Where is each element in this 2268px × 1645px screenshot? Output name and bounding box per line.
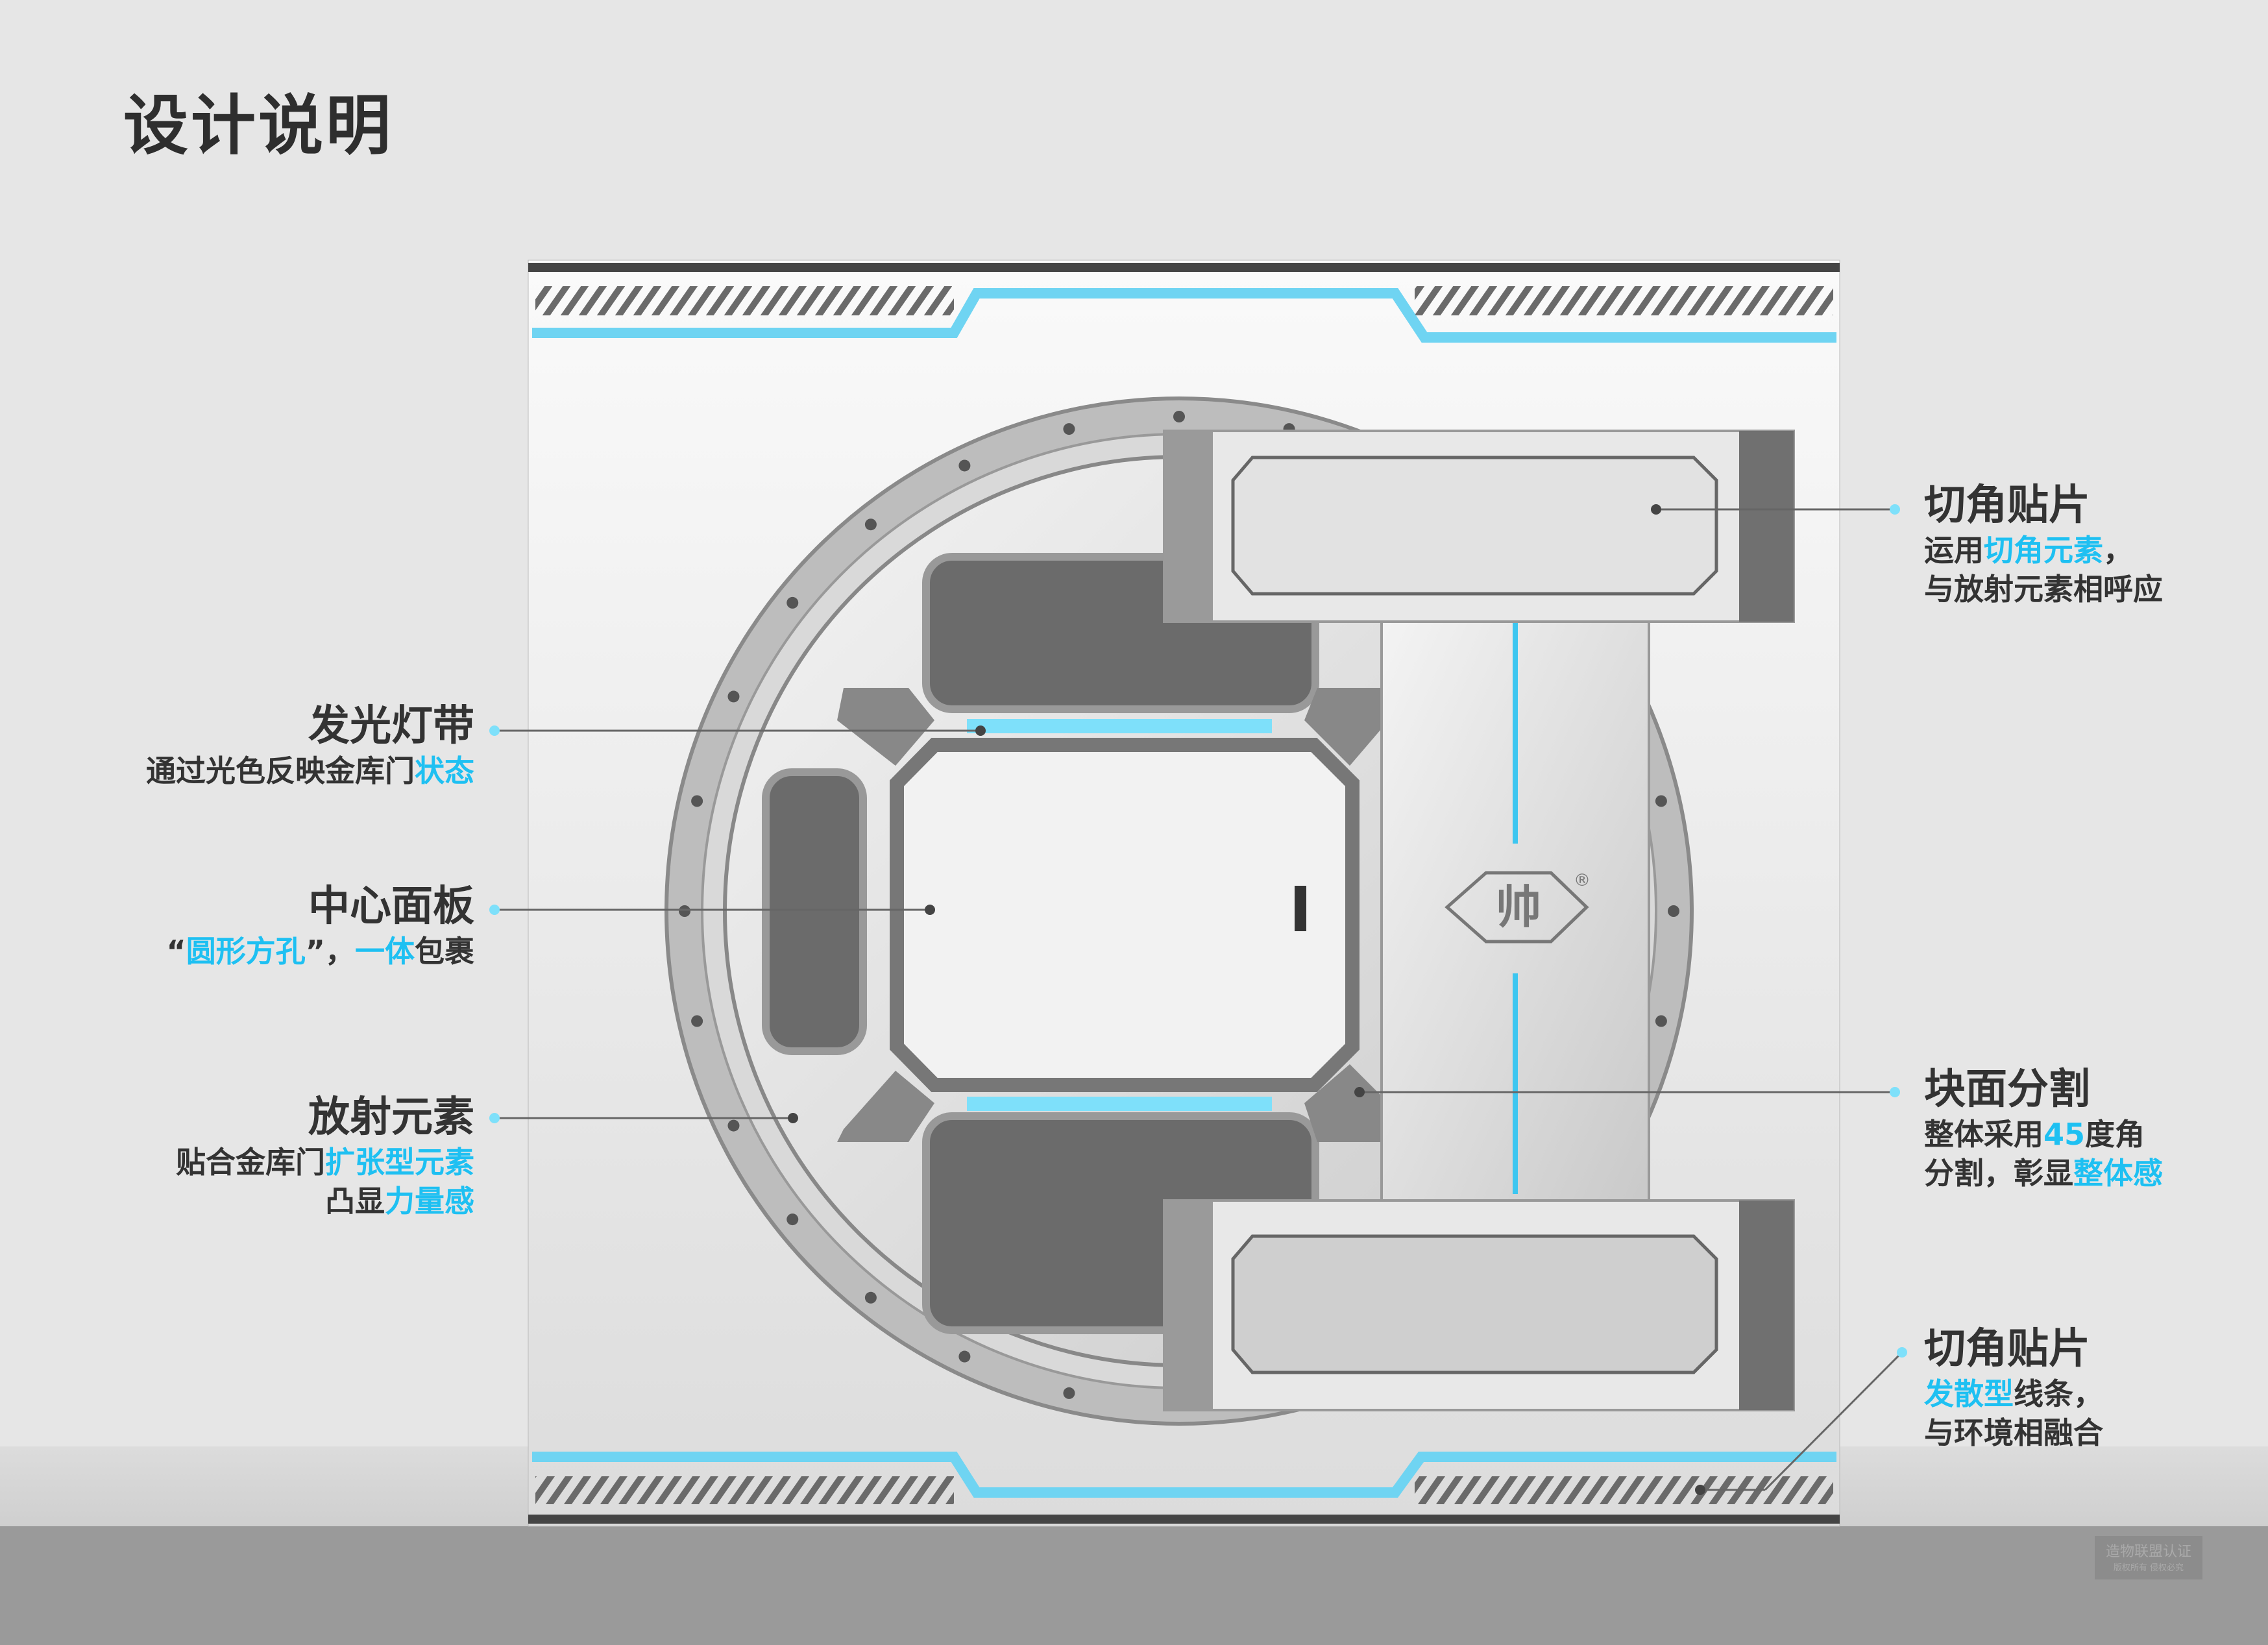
- logo-registered-mark: ®: [1574, 871, 1591, 890]
- web-light-top: [1513, 623, 1518, 844]
- light-strip-top: [532, 288, 1836, 343]
- label-text: 凸显: [325, 1184, 385, 1219]
- glow-bar-top: [967, 719, 1272, 733]
- hatch-top-left: [535, 286, 954, 315]
- label-heading: 切角贴片: [1924, 1325, 2090, 1373]
- label-text: 通过光色反映金库门: [146, 753, 415, 788]
- hatch-top-right: [1415, 286, 1833, 315]
- web-light-bottom: [1513, 973, 1518, 1194]
- leader-lines: [494, 508, 1903, 1491]
- label-text: 与环境相融合: [1924, 1415, 2103, 1450]
- chamfer-plate-top: [1231, 456, 1718, 596]
- label-text: 贴合金库门: [176, 1145, 325, 1180]
- bottom-edge: [528, 1515, 1840, 1524]
- label-line: 与放射元素相呼应: [1924, 570, 2163, 609]
- bolt: [864, 1291, 877, 1304]
- bolt: [1063, 1387, 1075, 1399]
- logo-diamond: [1445, 871, 1589, 944]
- label-text: 线条，: [2014, 1376, 2103, 1411]
- bolt: [691, 795, 703, 807]
- label-line: 发散型线条，: [1924, 1374, 2103, 1413]
- wedge-bl: [837, 1071, 934, 1142]
- label-text: 整体采用: [1924, 1117, 2043, 1152]
- highlight-text: 切角元素: [1984, 533, 2103, 568]
- highlight-text: 力量感: [385, 1184, 474, 1219]
- wedge-tl: [837, 688, 934, 766]
- bolt: [786, 596, 799, 609]
- bolt: [1063, 423, 1075, 435]
- highlight-text: 圆形方孔: [186, 934, 306, 969]
- bolt: [727, 690, 740, 703]
- light-strip-bottom: [532, 1452, 1836, 1498]
- bolt: [786, 1213, 799, 1226]
- label-line: 与环境相融合: [1924, 1413, 2103, 1452]
- highlight-text: 状态: [415, 753, 474, 788]
- bolt: [679, 905, 690, 917]
- label-line: 通过光色反映金库门状态: [146, 751, 474, 790]
- label-chamfer-plate-bottom: 切角贴片 发散型线条， 与环境相融合: [1924, 1324, 2103, 1452]
- label-line: 分割，彰显整体感: [1924, 1154, 2163, 1193]
- top-edge: [528, 263, 1840, 272]
- bolt: [958, 459, 971, 472]
- label-text: 包裹: [415, 934, 474, 969]
- label-heading: 中心面板: [308, 883, 474, 931]
- glow-bar-bottom: [967, 1097, 1272, 1111]
- logo-glyph: 帅: [1496, 881, 1541, 934]
- highlight-text: 扩张型元素: [325, 1145, 474, 1180]
- label-block-division: 块面分割 整体采用45度角 分割，彰显整体感: [1924, 1064, 2163, 1193]
- watermark-line2: 版权所有 侵权必究: [2113, 1563, 2184, 1573]
- label-heading: 切角贴片: [1924, 481, 2090, 530]
- label-line: 凸显力量感: [176, 1182, 474, 1221]
- page-title: 设计说明: [123, 88, 393, 164]
- label-text: 运用: [1924, 533, 1984, 568]
- bolt: [691, 1015, 703, 1027]
- label-text: ，: [2103, 533, 2133, 568]
- base-band: [0, 1526, 2268, 1645]
- label-chamfer-plate-top: 切角贴片 运用切角元素， 与放射元素相呼应: [1924, 480, 2163, 609]
- handle-slot: [1295, 886, 1306, 931]
- label-line: “圆形方孔”，一体包裹: [167, 932, 474, 971]
- label-text: 分割，彰显: [1924, 1156, 2073, 1191]
- label-line: 整体采用45度角: [1924, 1115, 2163, 1154]
- label-light-strip: 发光灯带 通过光色反映金库门状态: [146, 701, 474, 790]
- highlight-text: 发散型: [1924, 1376, 2014, 1411]
- center-panel: [890, 738, 1360, 1092]
- label-center-panel: 中心面板 “圆形方孔”，一体包裹: [167, 881, 474, 971]
- label-text: 度角: [2085, 1117, 2145, 1152]
- watermark: 造物联盟认证 版权所有 侵权必究: [2095, 1536, 2202, 1579]
- bolt: [1655, 795, 1667, 807]
- bolt: [1668, 905, 1679, 917]
- highlight-text: 45: [2043, 1117, 2086, 1152]
- label-line: 贴合金库门扩张型元素: [176, 1143, 474, 1182]
- highlight-text: 整体感: [2073, 1156, 2163, 1191]
- label-text: “: [166, 934, 186, 969]
- watermark-line1: 造物联盟认证: [2105, 1544, 2191, 1560]
- label-radial-elements: 放射元素 贴合金库门扩张型元素 凸显力量感: [176, 1092, 474, 1221]
- bolt: [958, 1350, 971, 1363]
- leader-dots: [489, 504, 1907, 1495]
- label-heading: 发光灯带: [308, 702, 474, 750]
- wedge-br: [1304, 1064, 1389, 1142]
- highlight-text: 一体: [355, 934, 415, 969]
- bolt: [864, 518, 877, 531]
- hatch-bottom-left: [535, 1476, 954, 1504]
- label-heading: 放射元素: [308, 1093, 474, 1141]
- hatch-bottom-right: [1415, 1476, 1833, 1504]
- label-text: ”，: [305, 934, 355, 969]
- wedge-tr: [1304, 688, 1389, 766]
- label-heading: 块面分割: [1924, 1066, 2090, 1114]
- dark-panel-left: [762, 768, 867, 1055]
- label-text: 与放射元素相呼应: [1924, 572, 2163, 607]
- bolt: [727, 1119, 740, 1132]
- bolt: [1655, 1015, 1667, 1027]
- chamfer-plate-bottom: [1231, 1234, 1718, 1374]
- bolt: [1173, 411, 1185, 422]
- label-line: 运用切角元素，: [1924, 531, 2163, 570]
